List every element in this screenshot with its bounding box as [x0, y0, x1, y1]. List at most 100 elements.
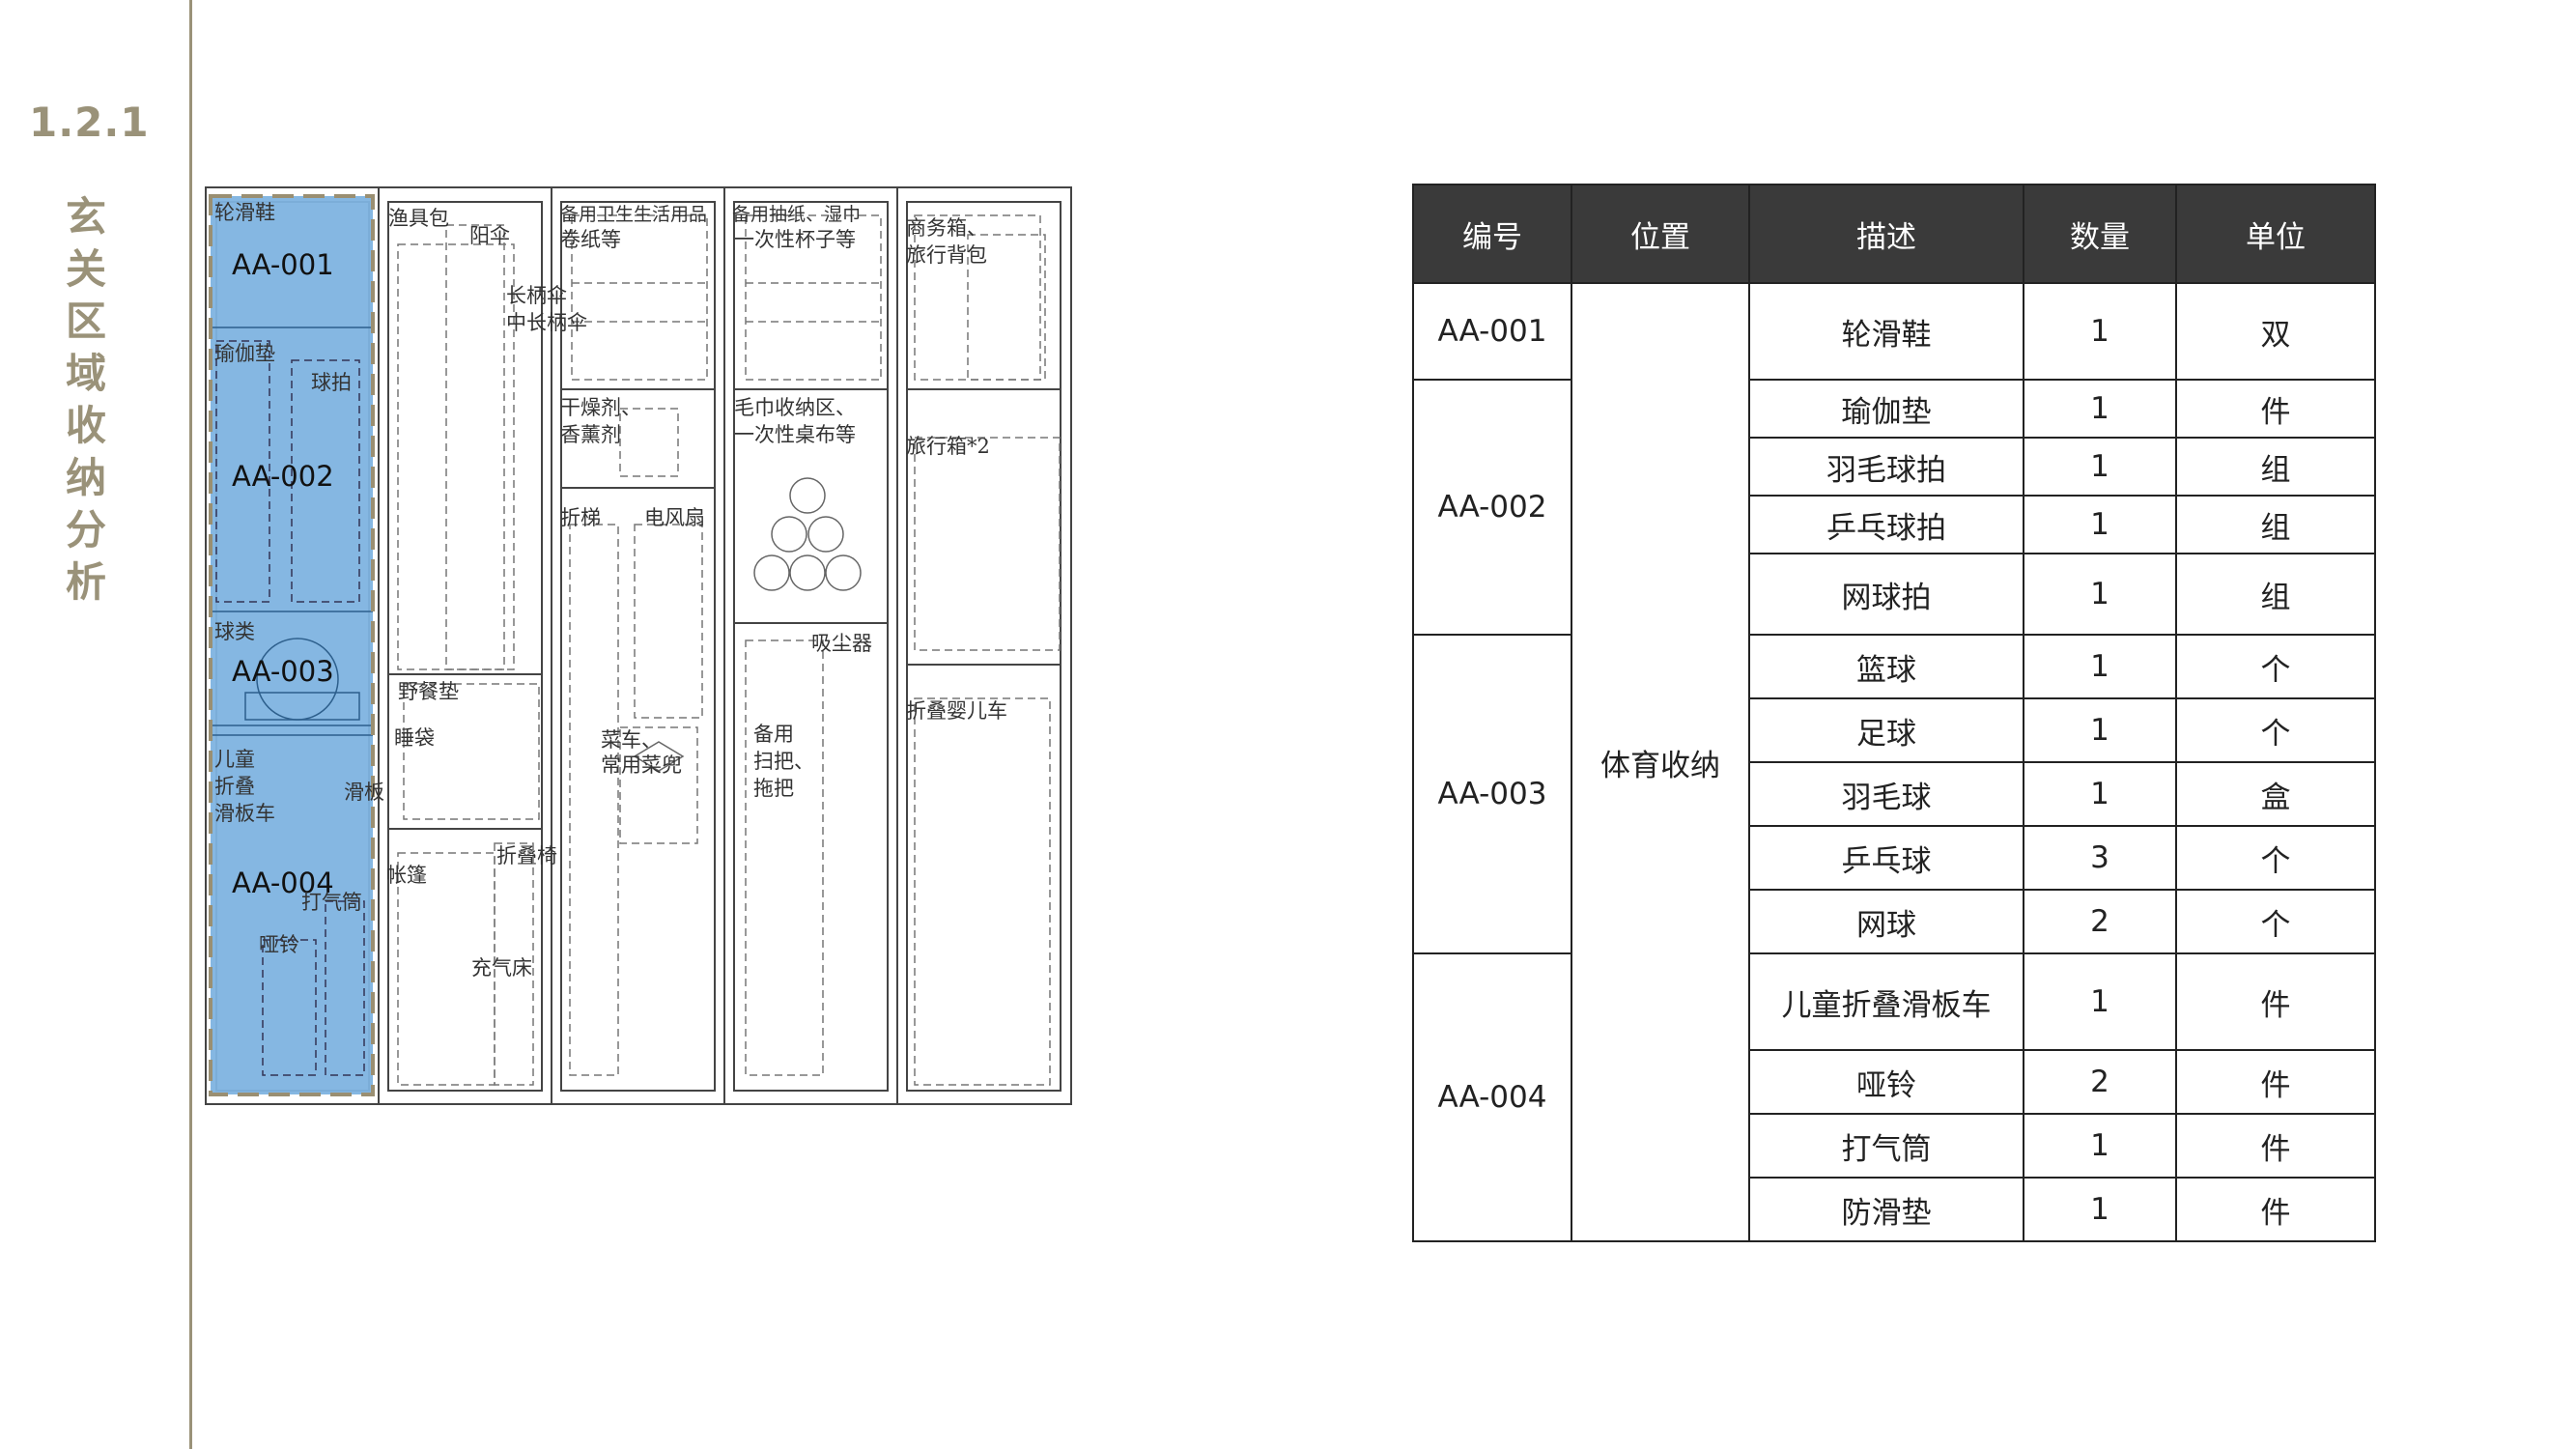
title-char: 析: [65, 558, 106, 606]
title-char: 纳: [65, 454, 106, 501]
table-row: 乒乓球 3 个: [1413, 825, 2376, 891]
cabinet-label: 打气筒: [301, 891, 362, 914]
item-description: 羽毛球: [1748, 761, 2024, 827]
item-code: AA-004: [1412, 952, 1572, 1242]
cabinet-label: 备用卫生生活用品: [560, 204, 708, 225]
header-quantity: 数量: [2023, 184, 2177, 284]
cabinet-label: 商务箱、: [906, 216, 987, 240]
item-unit: 件: [2175, 952, 2376, 1051]
item-quantity: 1: [2023, 697, 2177, 763]
cabinet-label: 阳伞: [469, 224, 510, 247]
item-unit: 盒: [2175, 761, 2376, 827]
item-unit: 个: [2175, 825, 2376, 891]
item-unit: 件: [2175, 1113, 2376, 1179]
section-title: 玄 关 区 域 收 纳 分 析: [64, 191, 108, 609]
item-description: 足球: [1748, 697, 2024, 763]
cabinet-label: 常用菜兜: [601, 753, 682, 777]
table-row: 羽毛球 1 盒: [1413, 761, 2376, 827]
item-unit: 件: [2175, 1049, 2376, 1115]
item-unit: 组: [2175, 495, 2376, 554]
cabinet-label: 香薰剂: [560, 423, 621, 446]
cabinet-label: 备用: [753, 723, 794, 746]
item-description: 防滑垫: [1748, 1177, 2024, 1242]
cabinet-label: 瑜伽垫: [214, 342, 275, 365]
item-description: 羽毛球拍: [1748, 437, 2024, 497]
vertical-divider: [189, 0, 192, 1449]
item-quantity: 1: [2023, 495, 2177, 554]
title-char: 玄: [65, 193, 106, 241]
item-description: 儿童折叠滑板车: [1748, 952, 2024, 1051]
item-unit: 组: [2175, 437, 2376, 497]
item-quantity: 1: [2023, 437, 2177, 497]
section-number: 1.2.1: [29, 99, 150, 146]
title-char: 收: [65, 402, 106, 449]
table-row: 网球 2 个: [1413, 889, 2376, 954]
table-row: 网球拍 1 组: [1413, 553, 2376, 636]
table-row: AA-003 篮球 1 个: [1412, 634, 2376, 954]
header-location: 位置: [1571, 184, 1750, 284]
zone-code: AA-001: [232, 248, 334, 281]
item-quantity: 1: [2023, 282, 2177, 381]
item-unit: 组: [2175, 553, 2376, 636]
cabinet-label: 哑铃: [259, 933, 299, 956]
header-code: 编号: [1412, 184, 1572, 284]
cabinet-label: 中长柄伞: [506, 311, 587, 334]
zone-code: AA-003: [232, 655, 334, 688]
cabinet-label: 卷纸等: [560, 228, 621, 251]
cabinet-label: 球拍: [311, 371, 352, 394]
table-row: 打气筒 1 件: [1413, 1113, 2376, 1179]
cabinet-label: 帐篷: [386, 864, 427, 887]
item-quantity: 1: [2023, 1113, 2177, 1179]
cabinet-label: 旅行箱*2: [906, 435, 990, 458]
item-quantity: 2: [2023, 889, 2177, 954]
item-unit: 件: [2175, 379, 2376, 439]
table-row: 哑铃 2 件: [1413, 1049, 2376, 1115]
item-description: 乒乓球: [1748, 825, 2024, 891]
title-char: 区: [65, 298, 106, 345]
table-row: AA-002 瑜伽垫 1 件: [1412, 379, 2376, 636]
item-description: 网球: [1748, 889, 2024, 954]
item-quantity: 1: [2023, 952, 2177, 1051]
item-code: AA-002: [1412, 379, 1572, 636]
cabinet-elevation-drawing: AA-001 AA-002 AA-003 AA-004 轮滑鞋 瑜伽垫 球拍 球…: [205, 186, 1072, 1105]
cabinet-label: 毛巾收纳区、: [734, 396, 856, 419]
table-row: 乒乓球拍 1 组: [1413, 495, 2376, 554]
zone-code: AA-004: [232, 867, 334, 899]
item-quantity: 3: [2023, 825, 2177, 891]
cabinet-label: 滑板: [344, 781, 384, 804]
table-row: AA-001 体育收纳 轮滑鞋 1 双: [1412, 282, 2376, 1242]
cabinet-label: 睡袋: [394, 726, 435, 750]
cabinet-label: 电风扇: [644, 506, 705, 529]
cabinet-label: 滑板车: [214, 802, 275, 825]
item-quantity: 2: [2023, 1049, 2177, 1115]
cabinet-label: 一次性桌布等: [734, 423, 856, 446]
cabinet-label: 儿童: [214, 748, 255, 771]
cabinet-label: 折叠椅: [496, 844, 557, 867]
table-row: 羽毛球拍 1 组: [1413, 437, 2376, 497]
item-description: 打气筒: [1748, 1113, 2024, 1179]
item-description: 网球拍: [1748, 553, 2024, 636]
cabinet-label: 备用抽纸、湿巾: [732, 204, 862, 225]
item-unit: 双: [2175, 282, 2376, 381]
cabinet-label: 旅行背包: [906, 243, 987, 267]
item-description: 瑜伽垫: [1748, 379, 2024, 439]
item-unit: 个: [2175, 889, 2376, 954]
item-unit: 个: [2175, 634, 2376, 699]
item-description: 乒乓球拍: [1748, 495, 2024, 554]
item-code: AA-001: [1412, 282, 1572, 381]
item-unit: 个: [2175, 697, 2376, 763]
item-description: 哑铃: [1748, 1049, 2024, 1115]
cabinet-label: 菜车、: [601, 728, 662, 752]
zone-code: AA-002: [232, 460, 334, 493]
location-cell: 体育收纳: [1571, 282, 1750, 1242]
cabinet-label: 吸尘器: [811, 632, 872, 655]
item-quantity: 1: [2023, 761, 2177, 827]
table-row: 防滑垫 1 件: [1413, 1177, 2376, 1242]
cabinet-label: 折叠: [214, 775, 255, 798]
storage-table: 编号 位置 描述 数量 单位 AA-001 体育收纳 轮滑鞋 1 双 AA-00…: [1412, 184, 2376, 1242]
item-quantity: 1: [2023, 379, 2177, 439]
cabinet-label: 长柄伞: [506, 284, 567, 307]
item-code: AA-003: [1412, 634, 1572, 954]
item-quantity: 1: [2023, 553, 2177, 636]
cabinet-label: 轮滑鞋: [214, 201, 275, 224]
